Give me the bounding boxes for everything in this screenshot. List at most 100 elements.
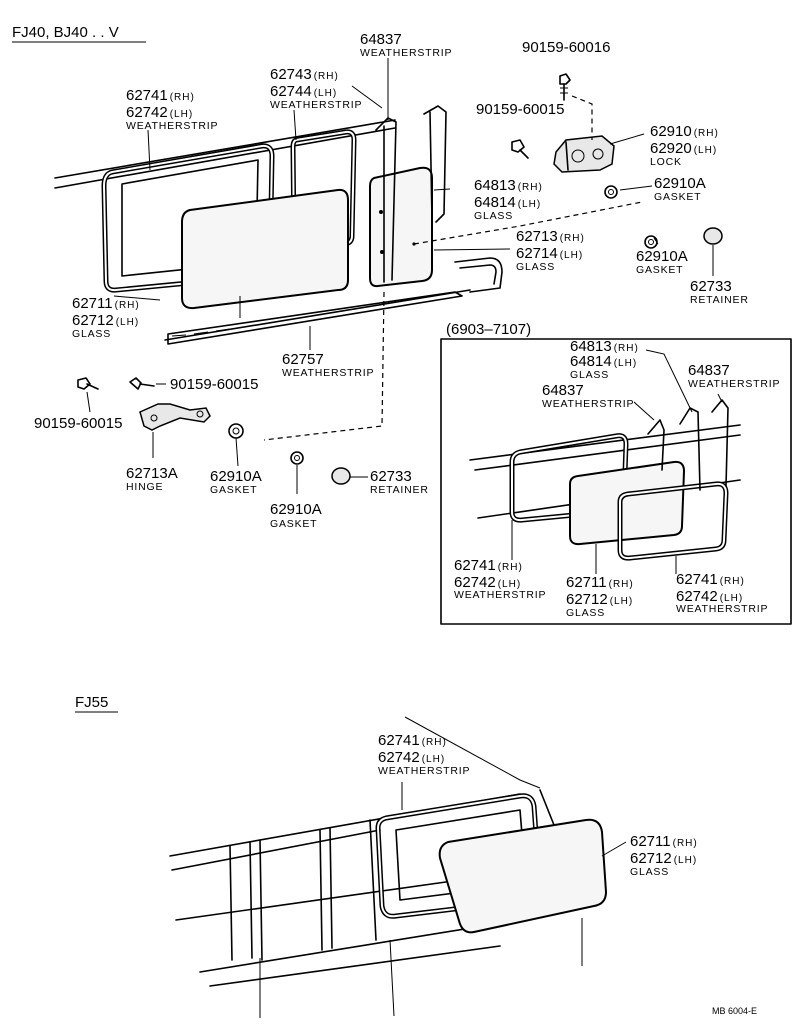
- svg-text:62741(RH): 62741(RH): [454, 557, 523, 574]
- svg-text:WEATHERSTRIP: WEATHERSTRIP: [126, 120, 218, 132]
- svg-text:WEATHERSTRIP: WEATHERSTRIP: [282, 367, 374, 379]
- label-fj55-62711-62712: 62711(RH) 62712(LH) GLASS: [630, 833, 697, 878]
- svg-text:62713(RH): 62713(RH): [516, 228, 585, 245]
- svg-text:62714(LH): 62714(LH): [516, 245, 583, 262]
- svg-text:62910(RH): 62910(RH): [650, 123, 719, 140]
- glass-62711: [181, 188, 349, 310]
- label-62757: 62757 WEATHERSTRIP: [282, 351, 374, 379]
- label-64813-64814-top: 64813(RH) 64814(LH) GLASS: [474, 177, 543, 222]
- svg-text:WEATHERSTRIP: WEATHERSTRIP: [454, 589, 546, 601]
- footer-code: MB 6004-E: [712, 1006, 757, 1016]
- weatherstrip-64837-top: [375, 105, 447, 283]
- svg-text:62711(RH): 62711(RH): [566, 574, 634, 591]
- svg-text:90159-60015: 90159-60015: [476, 101, 564, 118]
- header-fj40-bj40: FJ40, BJ40 . . V: [12, 24, 119, 41]
- svg-text:LOCK: LOCK: [650, 156, 682, 168]
- leader-lines-top: [113, 58, 714, 350]
- svg-text:62910A: 62910A: [210, 468, 262, 485]
- svg-text:64837: 64837: [688, 362, 730, 379]
- svg-text:GASKET: GASKET: [654, 191, 701, 203]
- svg-text:GASKET: GASKET: [210, 484, 257, 496]
- svg-text:64814(LH): 64814(LH): [570, 353, 637, 370]
- svg-text:GLASS: GLASS: [566, 607, 605, 619]
- svg-text:62712(LH): 62712(LH): [566, 591, 633, 608]
- svg-text:GLASS: GLASS: [570, 369, 609, 381]
- retainer-62733-b: [331, 467, 368, 485]
- svg-text:WEATHERSTRIP: WEATHERSTRIP: [542, 398, 634, 410]
- svg-text:62910A: 62910A: [270, 501, 322, 518]
- inset-box: (6903–7107): [440, 321, 792, 625]
- svg-text:64813(RH): 64813(RH): [474, 177, 543, 194]
- svg-text:WEATHERSTRIP: WEATHERSTRIP: [378, 765, 470, 777]
- svg-text:GASKET: GASKET: [636, 264, 683, 276]
- svg-text:GLASS: GLASS: [72, 328, 111, 340]
- gasket-62910A-a: [604, 185, 618, 199]
- svg-text:RETAINER: RETAINER: [690, 294, 749, 306]
- label-90159-60016: 90159-60016: [522, 39, 610, 56]
- svg-text:90159-60015: 90159-60015: [170, 376, 258, 393]
- label-inset-62711-62712: 62711(RH) 62712(LH) GLASS: [566, 574, 634, 619]
- svg-text:WEATHERSTRIP: WEATHERSTRIP: [688, 378, 780, 390]
- svg-text:62920(LH): 62920(LH): [650, 140, 717, 157]
- svg-text:62733: 62733: [370, 468, 412, 485]
- label-62910A-d: 62910A GASKET: [270, 501, 322, 530]
- weatherstrip-62757: [167, 257, 503, 345]
- svg-text:62910A: 62910A: [636, 248, 688, 265]
- svg-text:HINGE: HINGE: [126, 481, 163, 493]
- svg-text:62741(RH): 62741(RH): [126, 87, 195, 104]
- svg-text:62744(LH): 62744(LH): [270, 83, 337, 100]
- svg-text:62742(LH): 62742(LH): [676, 588, 743, 605]
- svg-text:62742(LH): 62742(LH): [454, 574, 521, 591]
- svg-text:62711(RH): 62711(RH): [72, 295, 140, 312]
- svg-text:62742(LH): 62742(LH): [378, 749, 445, 766]
- svg-text:WEATHERSTRIP: WEATHERSTRIP: [360, 47, 452, 59]
- svg-text:WEATHERSTRIP: WEATHERSTRIP: [270, 99, 362, 111]
- svg-text:GLASS: GLASS: [516, 261, 555, 273]
- label-62711-62712-top: 62711(RH) 62712(LH) GLASS: [72, 295, 140, 340]
- label-90159-60015-b: 90159-60015: [170, 376, 258, 393]
- label-62910A-b: 62910A GASKET: [636, 248, 688, 276]
- assembly-dash-lines-top: [413, 95, 643, 245]
- gasket-62910A-b: [644, 235, 658, 249]
- label-90159-60015-c: 90159-60015: [34, 415, 122, 432]
- label-62910A-a: 62910A GASKET: [654, 175, 706, 203]
- label-62713-62714: 62713(RH) 62714(LH) GLASS: [516, 228, 585, 273]
- svg-text:62712(LH): 62712(LH): [630, 850, 697, 867]
- header-fj55: FJ55: [75, 694, 108, 711]
- label-inset-64837-b: 64837 WEATHERSTRIP: [688, 362, 780, 390]
- svg-text:62743(RH): 62743(RH): [270, 66, 339, 83]
- label-62910-62920: 62910(RH) 62920(LH) LOCK: [650, 123, 719, 168]
- label-62733-b: 62733 RETAINER: [370, 468, 429, 496]
- retainer-62733-a: [703, 227, 723, 245]
- fj55-glass: [438, 818, 608, 934]
- label-62733-a: 62733 RETAINER: [690, 278, 749, 306]
- glass-64813: [369, 166, 433, 288]
- svg-text:GASKET: GASKET: [270, 518, 317, 530]
- svg-text:62741(RH): 62741(RH): [378, 732, 447, 749]
- bolt-90159-60016: [559, 73, 571, 101]
- svg-text:64837: 64837: [360, 31, 402, 48]
- svg-text:90159-60016: 90159-60016: [522, 39, 610, 56]
- label-fj55-62741-62742: 62741(RH) 62742(LH) WEATHERSTRIP: [378, 732, 470, 777]
- svg-text:62733: 62733: [690, 278, 732, 295]
- svg-text:62741(RH): 62741(RH): [676, 571, 745, 588]
- inset-date-range: (6903–7107): [446, 321, 531, 338]
- bolt-90159-60015-c: [129, 377, 166, 390]
- svg-text:GLASS: GLASS: [630, 866, 669, 878]
- label-64837-top: 64837 WEATHERSTRIP: [360, 31, 452, 59]
- svg-text:62742(LH): 62742(LH): [126, 104, 193, 121]
- label-inset-64813-64814: 64813(RH) 64814(LH) GLASS: [570, 338, 639, 381]
- label-inset-62741-62742-b: 62741(RH) 62742(LH) WEATHERSTRIP: [676, 571, 767, 615]
- svg-text:62910A: 62910A: [654, 175, 706, 192]
- svg-text:62713A: 62713A: [126, 465, 178, 482]
- label-62910A-c: 62910A GASKET: [210, 468, 262, 496]
- svg-text:64837: 64837: [542, 382, 584, 399]
- gasket-62910A-c: [228, 423, 244, 467]
- bolt-90159-60015-a: [511, 139, 529, 159]
- label-inset-62741-62742-a: 62741(RH) 62742(LH) WEATHERSTRIP: [454, 557, 546, 601]
- svg-text:62757: 62757: [282, 351, 324, 368]
- svg-text:RETAINER: RETAINER: [370, 484, 429, 496]
- svg-text:64813(RH): 64813(RH): [570, 338, 639, 355]
- body-outline-top: [54, 119, 471, 341]
